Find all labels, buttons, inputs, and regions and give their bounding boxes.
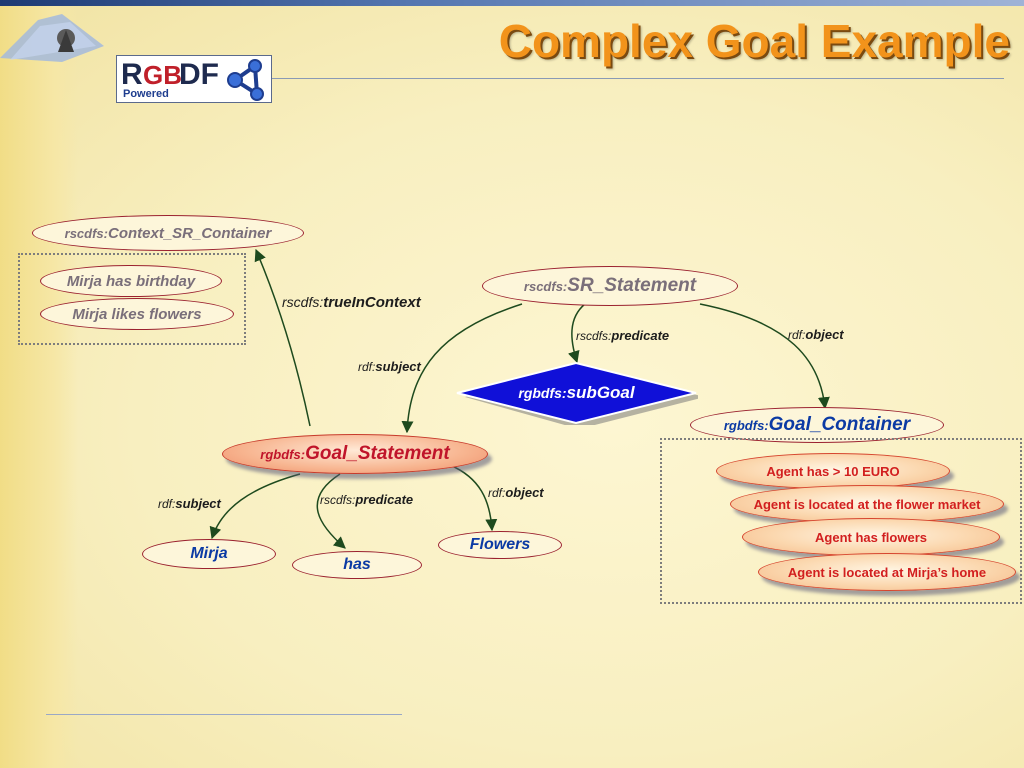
subgoal-prefix: rgbdfs: [518,385,567,401]
gs-object-prefix: rdf: [488,486,506,500]
context-container-prefix: rscdfs: [64,225,108,241]
context-items-box [18,253,246,345]
corner-emblem-icon [0,14,104,62]
rgbdf-logo: R GB DF Powered [116,55,272,103]
sr-predicate-label: rscdfs:predicate [576,328,669,343]
goal-container-prefix: rgbdfs: [723,417,769,433]
gs-subject-label: rdf:subject [158,496,221,511]
gs-subject-prefix: rdf: [158,497,176,511]
logo-gb: GB [143,60,182,90]
top-decor-bar [0,0,1024,6]
goal-statement-node: rgbdfs: Goal_Statement [222,434,488,474]
left-decor-band [0,0,78,768]
footer-rule [46,714,402,715]
goal-statement-name: Goal_Statement [305,443,450,464]
edge-gs-object [449,464,498,532]
goal-container-items-box [660,438,1022,604]
true-in-context-prefix: rscdfs: [282,294,324,310]
sr-subject-name: subject [375,359,421,374]
sr-statement-prefix: rscdfs: [523,278,568,294]
subgoal-name: subGoal [566,383,635,402]
context-container-name: Context_SR_Container [108,224,272,242]
edge-gs-predicate [316,473,346,549]
edge-sr-object [699,303,830,410]
edge-true-in-context [254,248,311,427]
has-node: has [292,551,422,579]
flowers-node: Flowers [438,531,562,559]
logo-r: R [121,58,143,91]
true-in-context-name: trueInContext [323,294,421,311]
context-item: Mirja likes flowers [40,298,234,330]
sr-statement-node: rscdfs: SR_Statement [482,266,738,306]
sr-object-name: object [805,327,844,342]
sr-predicate-prefix: rscdfs: [576,329,612,343]
title-rule [120,78,1004,79]
sr-object-label: rdf:object [788,327,844,342]
context-item: Mirja has birthday [40,265,222,297]
sr-predicate-name: predicate [611,328,670,343]
edge-gs-subject [209,473,301,540]
edge-sr-subject [401,303,523,434]
subgoal-diamond [456,361,698,425]
logo-df: DF [179,58,219,91]
sr-subject-label: rdf:subject [358,359,421,374]
graph-logo-icon [227,59,264,101]
goal-container-item: Agent is located at Mirja’s home [758,553,1016,591]
logo-powered: Powered [123,88,169,100]
gs-predicate-name: predicate [355,492,414,507]
gs-predicate-prefix: rscdfs: [320,493,356,507]
gs-object-label: rdf:object [488,485,544,500]
gs-predicate-label: rscdfs:predicate [320,492,413,507]
gs-subject-name: subject [175,496,221,511]
goal-container-item: Agent has > 10 EURO [716,453,950,489]
mirja-node: Mirja [142,539,276,569]
context-sr-container-node: rscdfs: Context_SR_Container [32,215,304,251]
gs-object-name: object [505,485,544,500]
edge-sr-predicate [568,303,586,364]
slide-title: Complex Goal Example [498,15,1010,67]
subgoal-label: rgbdfs: subGoal [455,361,698,425]
sr-subject-prefix: rdf: [358,360,376,374]
goal-container-name: Goal_Container [768,414,911,435]
true-in-context-label: rscdfs:trueInContext [282,294,421,311]
goal-container-item: Agent has flowers [742,518,1000,556]
sr-object-prefix: rdf: [788,328,806,342]
sr-statement-name: SR_Statement [567,275,697,296]
goal-statement-prefix: rgbdfs: [260,446,306,462]
goal-container-node: rgbdfs: Goal_Container [690,407,944,443]
